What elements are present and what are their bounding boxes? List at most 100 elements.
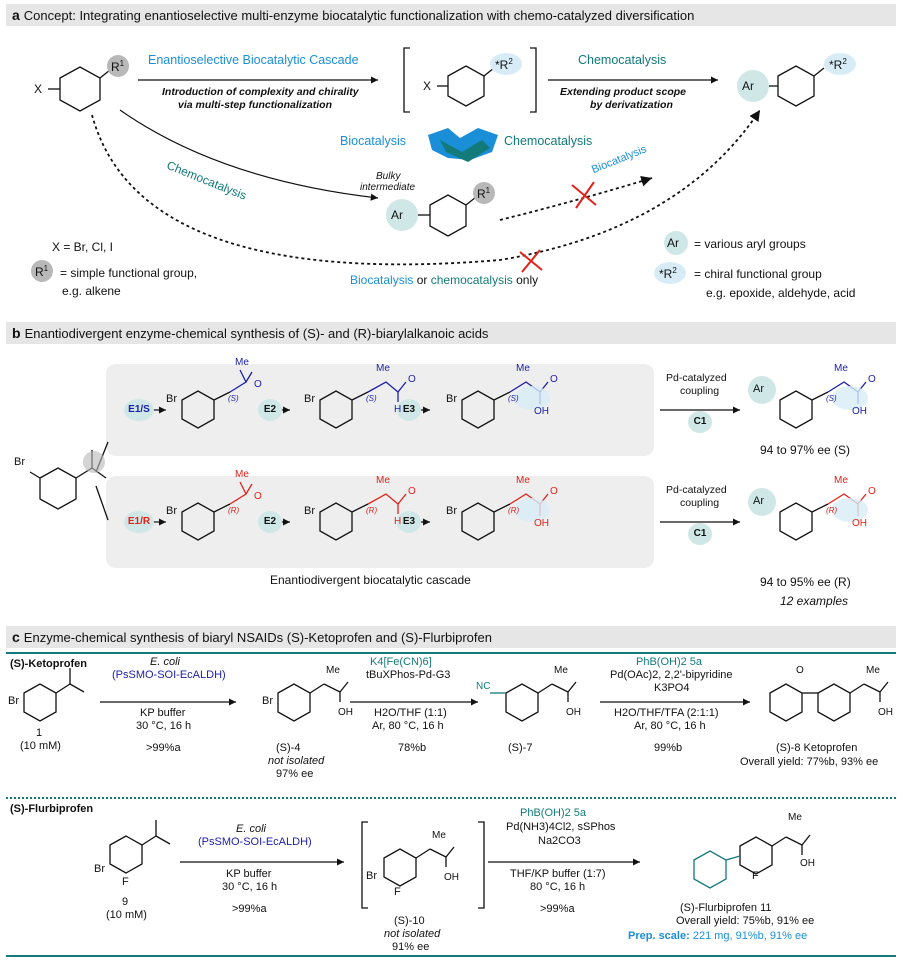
star-product: *: [829, 58, 834, 72]
yield-suzuki-1: 99%b: [654, 742, 683, 754]
c1-badge-r: C1: [688, 523, 712, 545]
chemo-desc-1: Extending product scope: [560, 86, 687, 98]
bio-word: Biocatalysis: [350, 273, 414, 287]
h-aldehyde-r: H: [394, 516, 402, 527]
ee-r: 94 to 95% ee (R): [760, 575, 851, 589]
cyanation-solvent: H2O/THF (1:1): [374, 707, 447, 719]
e3-badge-s: E3: [397, 399, 421, 421]
a-product-ring: [768, 65, 825, 107]
br-s1: Br: [166, 393, 177, 405]
ar-label-top: Ar: [742, 79, 754, 93]
r1-definition: = simple functional group,: [60, 266, 198, 280]
me-r2: Me: [376, 475, 390, 486]
examples-count: 12 examples: [780, 594, 849, 608]
cyanation-yield: 78%b: [398, 742, 427, 754]
x-definition: X = Br, Cl, I: [52, 240, 114, 254]
pd-coupling-1-s: Pd-catalyzed: [666, 372, 727, 384]
o-aldehyde-r: O: [408, 486, 416, 497]
pd-catalyst-2: Pd(NH3)4Cl2, sSPhos: [506, 821, 616, 833]
e2-badge-s: E2: [258, 399, 282, 421]
dotted-arrow-bio: [499, 175, 653, 221]
ketoprofen-name: (S)-8 Ketoprofen: [776, 742, 858, 754]
kp-1: KP buffer: [140, 707, 186, 719]
cascade-title: Enantioselective Biocatalytic Cascade: [148, 53, 359, 67]
ar-text-r: Ar: [753, 495, 764, 507]
star: *: [495, 58, 500, 72]
enzyme-2: (PsSMO-SOI-EcALDH): [198, 836, 312, 848]
chemo-curve-arrow: [119, 109, 379, 201]
r1-legend-sup: 1: [43, 264, 49, 273]
r2-legend-letter: R: [663, 267, 673, 281]
r-acid-highlight: [514, 498, 550, 522]
br-c10: Br: [366, 870, 377, 882]
compound-10: (S)-10: [394, 915, 425, 927]
dotted-arrow-long: [91, 109, 761, 266]
ee-s: 94 to 97% ee (S): [760, 443, 851, 457]
br-r2: Br: [304, 505, 315, 517]
compound-4: (S)-4: [276, 742, 301, 754]
flurbiprofen-overall: Overall yield: 75%b, 91% ee: [676, 915, 815, 927]
cond-2: 30 °C, 16 h: [222, 881, 278, 893]
o-aldehyde-s: O: [408, 374, 416, 385]
br-r3: Br: [446, 505, 457, 517]
flurbiprofen-name: (S)-Flurbiprofen 11: [680, 902, 772, 914]
ar-circle-s: [748, 376, 776, 404]
me-c10: Me: [432, 830, 446, 841]
me-r3: Me: [516, 475, 530, 486]
r2-example: e.g. epoxide, aldehyde, acid: [706, 286, 856, 300]
r1-letter-mid: R: [477, 187, 486, 201]
oh-c10: OH: [444, 872, 459, 883]
cascade-desc-2: via multi-step functionalization: [178, 99, 333, 111]
cond-suzuki-2: 80 °C, 16 h: [530, 881, 586, 893]
solvent-2: THF/KP buffer (1:7): [510, 868, 606, 880]
o-epoxide-s: O: [254, 379, 262, 390]
ar-label-mid: Ar: [391, 208, 403, 222]
panel-a-label: a: [12, 7, 20, 23]
panel-a-title: Concept: Integrating enantioselective mu…: [23, 8, 695, 23]
s-cascade-box: [106, 364, 654, 456]
handshake-icon: [428, 128, 498, 162]
f-c10: F: [394, 886, 401, 898]
r-cascade-box: [106, 476, 654, 568]
prep-scale-label: Prep. scale:: [628, 930, 690, 942]
r1-legend-circle: [31, 260, 53, 282]
solvent-1: H2O/THF/TFA (2:1:1): [614, 707, 719, 719]
s-label-1: (S): [228, 394, 239, 403]
yield-suzuki-2: >99%a: [540, 903, 575, 915]
br-c9: Br: [94, 863, 105, 875]
prep-scale-value: 221 mg, 91%b, 91% ee: [692, 930, 808, 942]
h-aldehyde-s: H: [394, 404, 402, 415]
r-label-2: (R): [366, 506, 378, 515]
me-s2: Me: [376, 363, 390, 374]
me-c11: Me: [788, 812, 802, 823]
e1s-badge: E1/S: [124, 399, 154, 421]
r1-legend-letter: R: [35, 265, 44, 279]
bulky-label: Bulky: [376, 171, 401, 182]
r2-legend-label: *R2: [659, 266, 677, 281]
r2-sup: 2: [508, 57, 513, 66]
panel-b-title: Enantiodivergent enzyme-chemical synthes…: [24, 326, 489, 341]
chemo-word: chemocatalysis: [430, 273, 513, 287]
ar-circle-r: [748, 488, 776, 516]
r1-legend-label: R1: [35, 264, 48, 279]
red-cross-1: [571, 181, 597, 209]
cyanide-reagent: K4[Fe(CN)6]: [370, 656, 432, 668]
not-isolated-10: not isolated: [384, 928, 441, 940]
enzyme-1: (PsSMO-SOI-EcALDH): [112, 669, 226, 681]
chemocatalysis-top: Chemocatalysis: [578, 53, 667, 67]
br-c1: Br: [8, 695, 19, 707]
o-prod-r: O: [868, 486, 876, 497]
r2-letter-product: R: [833, 58, 843, 72]
r2-sup-product: 2: [842, 57, 847, 66]
oh-prod-r: OH: [852, 518, 867, 529]
prep-scale-line: Prep. scale: 221 mg, 91%b, 91% ee: [628, 930, 807, 942]
r2-legend-highlight: [654, 262, 686, 284]
yield-2: >99%a: [232, 903, 267, 915]
ketoprofen-overall: Overall yield: 77%b, 93% ee: [740, 756, 879, 768]
o-epoxide-r: O: [254, 491, 262, 502]
star-legend: *: [659, 267, 664, 281]
ecoli-2: E. coli: [236, 823, 266, 835]
o-ketone: O: [796, 665, 804, 676]
